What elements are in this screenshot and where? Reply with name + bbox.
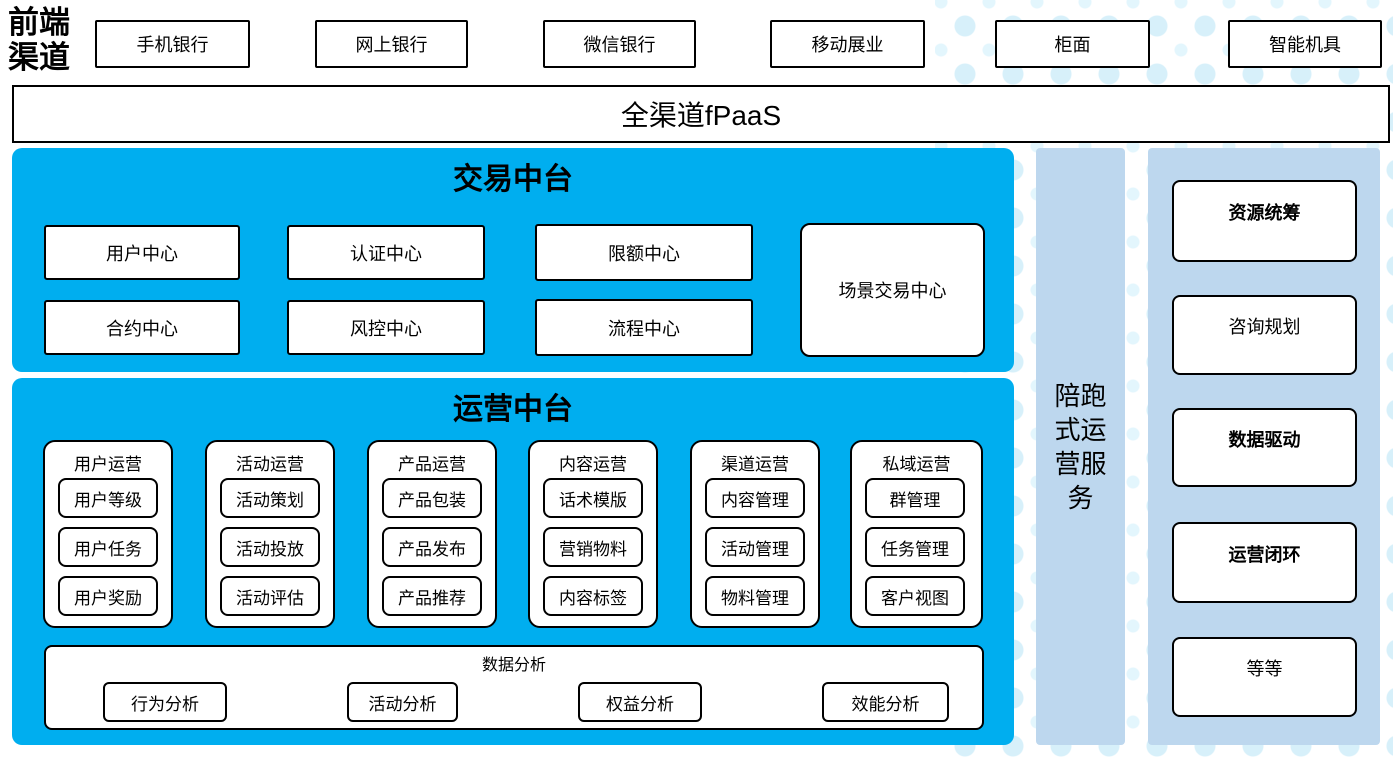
service-box-data-driven: 数据驱动 [1172, 408, 1357, 487]
center-box-scene-trade: 场景交易中心 [800, 223, 985, 357]
op-column-title: 用户运营 [74, 455, 142, 474]
op-item: 内容管理 [705, 478, 805, 518]
op-item: 用户奖励 [58, 576, 158, 616]
data-analysis-title: 数据分析 [481, 657, 546, 674]
op-item: 活动管理 [705, 527, 805, 567]
op-item: 话术模版 [543, 478, 643, 518]
service-box-etc: 等等 [1172, 637, 1357, 717]
op-column-title: 内容运营 [559, 455, 627, 474]
op-item: 群管理 [865, 478, 965, 518]
channel-box-mobile-sales: 移动展业 [770, 20, 925, 68]
center-box-risk: 风控中心 [287, 300, 485, 355]
operation-platform-title: 运营中台 [453, 392, 573, 427]
op-item: 活动投放 [220, 527, 320, 567]
op-item: 客户视图 [865, 576, 965, 616]
op-column-channel-operation: 渠道运营 内容管理 活动管理 物料管理 [690, 440, 820, 628]
center-box-limit: 限额中心 [535, 224, 753, 281]
trade-platform-title: 交易中台 [453, 162, 573, 197]
op-item: 产品推荐 [382, 576, 482, 616]
companion-service-label: 陪跑式运营服务 [1054, 380, 1107, 513]
channel-box-smart-devices: 智能机具 [1228, 20, 1382, 68]
op-item: 产品发布 [382, 527, 482, 567]
op-item: 用户任务 [58, 527, 158, 567]
channel-box-wechat-banking: 微信银行 [543, 20, 696, 68]
op-column-title: 产品运营 [398, 455, 466, 474]
op-column-activity-operation: 活动运营 活动策划 活动投放 活动评估 [205, 440, 335, 628]
service-items-panel: 资源统筹 咨询规划 数据驱动 运营闭环 等等 [1148, 148, 1380, 745]
op-column-title: 活动运营 [236, 455, 304, 474]
service-box-resource-coordination: 资源统筹 [1172, 180, 1357, 262]
analysis-box-rights: 权益分析 [578, 682, 702, 722]
op-item: 产品包装 [382, 478, 482, 518]
center-box-user: 用户中心 [44, 225, 240, 280]
op-item: 用户等级 [58, 478, 158, 518]
front-channels-label: 前端渠道 [8, 5, 70, 76]
op-column-title: 渠道运营 [721, 455, 789, 474]
op-item: 任务管理 [865, 527, 965, 567]
trade-platform-panel: 交易中台 用户中心 认证中心 限额中心 合约中心 风控中心 流程中心 场景交易中… [12, 148, 1014, 372]
service-box-consulting-planning: 咨询规划 [1172, 295, 1357, 375]
channel-box-counter: 柜面 [995, 20, 1150, 68]
op-column-user-operation: 用户运营 用户等级 用户任务 用户奖励 [43, 440, 173, 628]
op-item: 营销物料 [543, 527, 643, 567]
analysis-box-efficiency: 效能分析 [822, 682, 949, 722]
data-analysis-strip: 数据分析 行为分析 活动分析 权益分析 效能分析 [44, 645, 984, 730]
op-column-content-operation: 内容运营 话术模版 营销物料 内容标签 [528, 440, 658, 628]
analysis-box-behavior: 行为分析 [103, 682, 227, 722]
op-column-private-domain-operation: 私域运营 群管理 任务管理 客户视图 [850, 440, 983, 628]
op-item: 内容标签 [543, 576, 643, 616]
op-item: 活动策划 [220, 478, 320, 518]
operation-platform-panel: 运营中台 用户运营 用户等级 用户任务 用户奖励 活动运营 活动策划 活动投放 … [12, 378, 1014, 745]
center-box-contract: 合约中心 [44, 300, 240, 355]
channel-box-online-banking: 网上银行 [315, 20, 468, 68]
op-column-title: 私域运营 [882, 455, 951, 474]
fpaas-bar: 全渠道fPaaS [12, 85, 1390, 143]
channel-box-mobile-banking: 手机银行 [95, 20, 250, 68]
center-box-auth: 认证中心 [287, 225, 485, 280]
center-box-process: 流程中心 [535, 299, 753, 356]
op-column-product-operation: 产品运营 产品包装 产品发布 产品推荐 [367, 440, 497, 628]
op-item: 活动评估 [220, 576, 320, 616]
analysis-box-activity: 活动分析 [347, 682, 458, 722]
service-box-operation-loop: 运营闭环 [1172, 522, 1357, 603]
companion-service-bar: 陪跑式运营服务 [1036, 148, 1125, 745]
op-item: 物料管理 [705, 576, 805, 616]
